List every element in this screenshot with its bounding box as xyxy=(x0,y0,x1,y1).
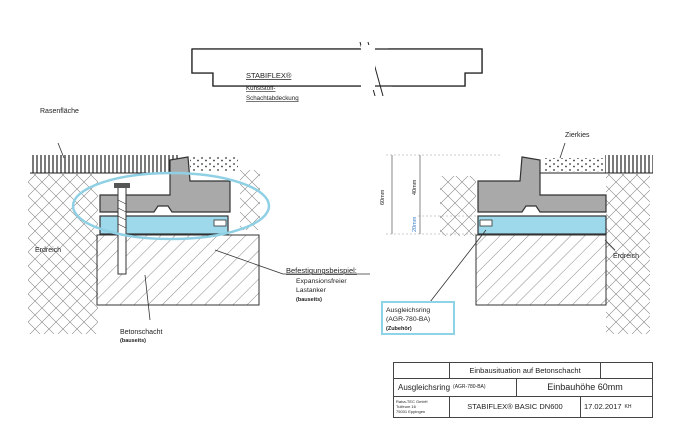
dim-total: 60mm xyxy=(380,189,386,205)
label-betonschacht: Betonschacht xyxy=(120,329,162,336)
title-item: Ausgleichsring xyxy=(398,382,451,392)
cover-frame-right xyxy=(477,156,607,213)
label-erdreich-right: Erdreich xyxy=(613,253,639,260)
dim-upper: 40mm xyxy=(412,179,418,195)
title-date-cell: 17.02.2017 KH xyxy=(584,396,652,417)
title-row-3: Raha-TEC GmbH Tulfeum 16 75031 Eppingen … xyxy=(394,396,652,417)
ring-label-l2: (AGR-780-BA) xyxy=(386,316,430,323)
cover-section xyxy=(191,41,483,97)
title-initials: KH xyxy=(624,403,632,410)
title-date: 17.02.2017 xyxy=(584,402,622,411)
label-befestigung-sub: (bauseits) xyxy=(296,297,322,303)
title-block: Einbausituation auf Betonschacht Ausglei… xyxy=(393,362,653,418)
ring-label-sub: (Zubehör) xyxy=(386,326,412,332)
ring-label-box xyxy=(381,301,455,335)
cover-frame-left xyxy=(99,156,231,213)
right-section xyxy=(386,142,653,334)
ring-label-l1: Ausgleichsring xyxy=(386,307,430,314)
left-section xyxy=(28,142,370,334)
label-betonschacht-sub: (bauseits) xyxy=(120,338,146,344)
label-befestigung-l2: Lastanker xyxy=(296,287,327,294)
grass-right xyxy=(605,155,653,173)
title-item-cell: Ausgleichsring (AGR-780-BA) xyxy=(398,378,513,396)
dim-lower: 20mm xyxy=(412,216,418,232)
cover-line1: Kunststoff- xyxy=(246,85,275,92)
title-height: Einbauhöhe 60mm xyxy=(516,378,653,396)
gravel-right xyxy=(545,158,605,172)
title-item-code: (AGR-780-BA) xyxy=(453,384,486,390)
title-row-1: Einbausituation auf Betonschacht xyxy=(394,363,652,379)
title-heading: Einbausituation auf Betonschacht xyxy=(449,363,601,378)
concrete-shaft-right xyxy=(475,234,607,306)
title-product: STABIFLEX® BASIC DN600 xyxy=(449,396,581,417)
label-zierkies: Zierkies xyxy=(565,132,590,139)
ring-left xyxy=(99,215,229,235)
cover-brand: STABIFLEX® xyxy=(246,71,292,80)
title-row-2: Ausgleichsring (AGR-780-BA) Einbauhöhe 6… xyxy=(394,378,652,397)
gravel-left xyxy=(190,157,238,171)
cover-line2: Schachtabdeckung xyxy=(246,95,299,102)
company-line-3: 75031 Eppingen xyxy=(396,409,426,414)
grass-left xyxy=(30,155,178,173)
company-line-1: Raha-TEC GmbH xyxy=(396,399,428,404)
label-befestigung-title: Befestigungsbeispiel: xyxy=(286,266,357,275)
label-befestigung-l1: Expansionsfreier xyxy=(296,278,347,285)
company-line-2: Tulfeum 16 xyxy=(396,404,416,409)
label-erdreich-left: Erdreich xyxy=(35,247,61,254)
anchor-bolt xyxy=(117,185,127,275)
ring-right xyxy=(477,215,607,235)
title-company: Raha-TEC GmbH Tulfeum 16 75031 Eppingen xyxy=(396,396,448,417)
label-rasenflaeche: Rasenfläche xyxy=(40,108,79,115)
highlight-ellipse xyxy=(71,171,271,241)
